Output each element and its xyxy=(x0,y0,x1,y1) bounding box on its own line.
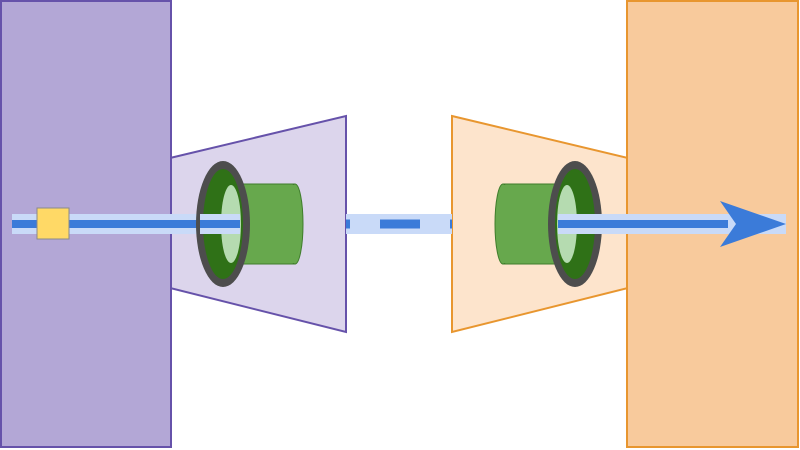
packet-icon xyxy=(36,207,70,240)
arrow-right-icon xyxy=(720,201,786,247)
right-pipe-overlay-core xyxy=(558,220,728,228)
dashed-link xyxy=(346,214,452,234)
left-pipe-overlay-core xyxy=(200,220,240,228)
